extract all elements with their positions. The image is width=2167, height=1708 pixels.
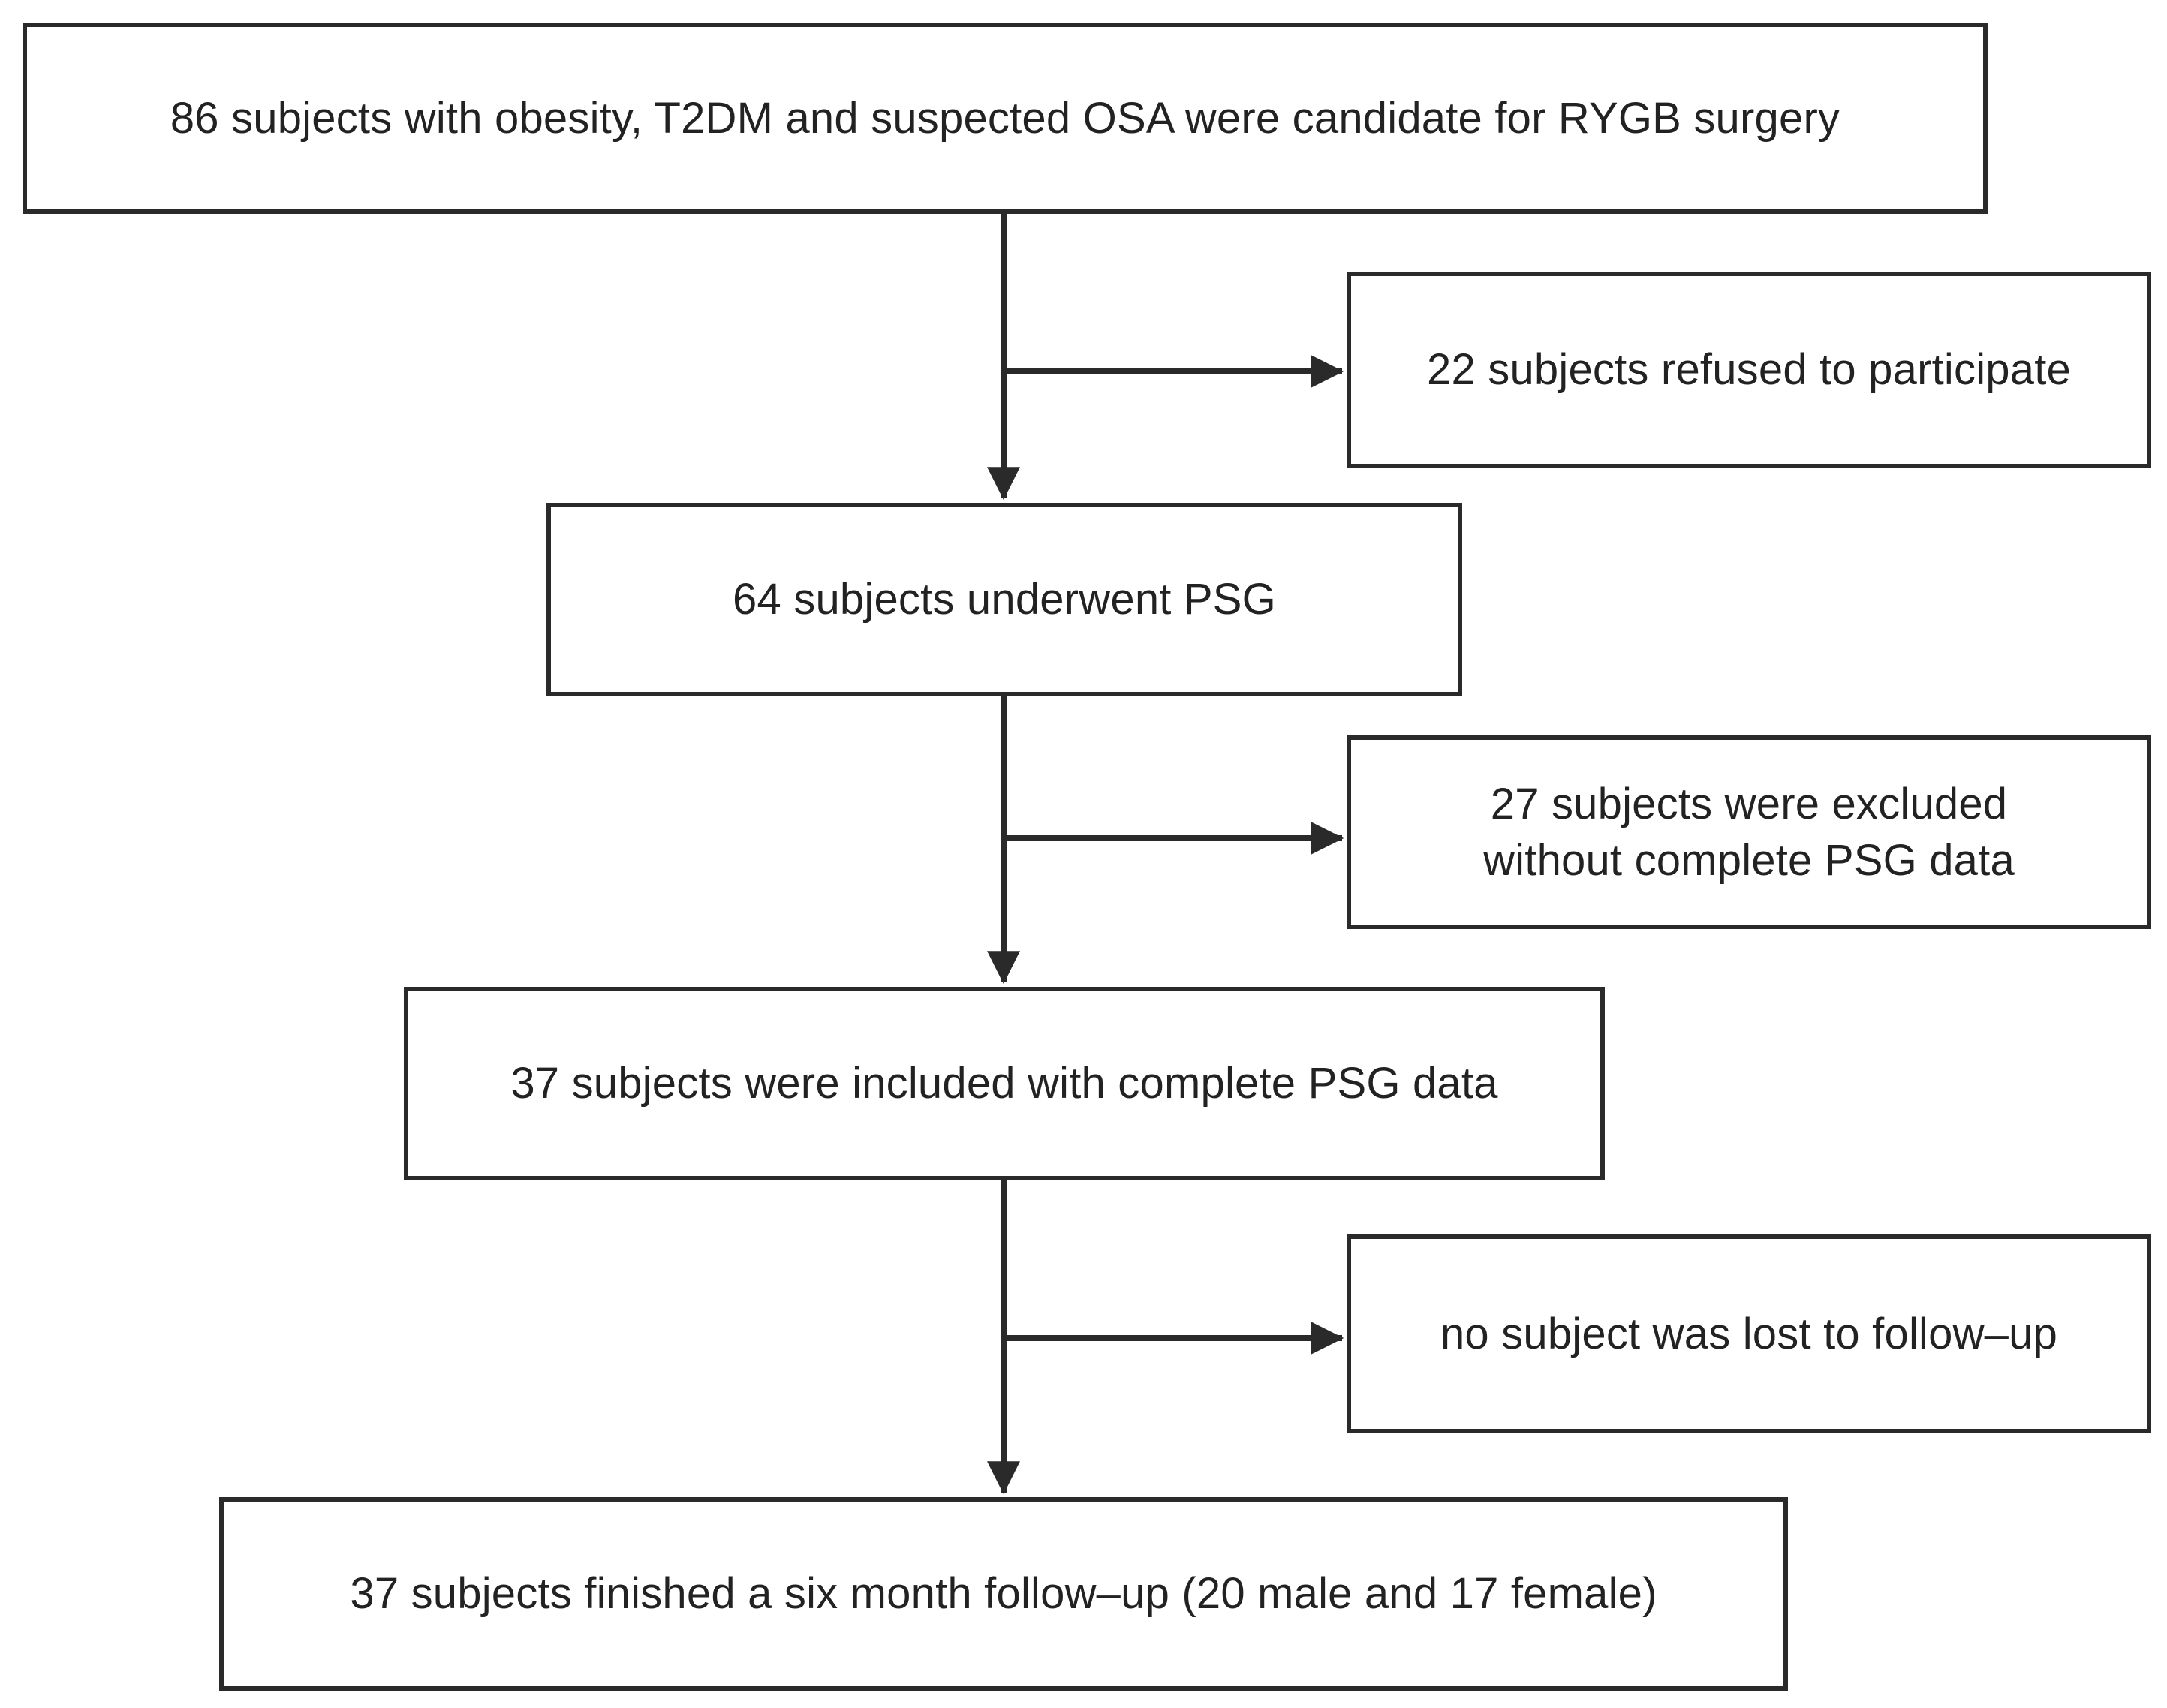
node-included-label: 37 subjects were included with complete … (510, 1059, 1498, 1108)
node-excluded-label-line1: 27 subjects were excluded (1490, 779, 2008, 828)
node-underwent-psg: 64 subjects underwent PSG (546, 503, 1462, 696)
node-lost-to-follow-up-label: no subject was lost to follow–up (1440, 1309, 2058, 1358)
node-candidates-label: 86 subjects with obesity, T2DM and suspe… (170, 93, 1840, 143)
node-candidates: 86 subjects with obesity, T2DM and suspe… (23, 23, 1988, 214)
node-excluded: 27 subjects were excluded without comple… (1347, 735, 2151, 929)
node-refused-label: 22 subjects refused to participate (1427, 345, 2071, 395)
node-refused: 22 subjects refused to participate (1347, 272, 2151, 468)
node-finished-follow-up-label: 37 subjects finished a six month follow–… (350, 1569, 1657, 1619)
node-finished-follow-up: 37 subjects finished a six month follow–… (219, 1497, 1788, 1691)
node-lost-to-follow-up: no subject was lost to follow–up (1347, 1234, 2151, 1433)
node-excluded-label-line2: without complete PSG data (1483, 836, 2015, 885)
node-underwent-psg-label: 64 subjects underwent PSG (733, 575, 1276, 624)
node-included: 37 subjects were included with complete … (404, 987, 1605, 1180)
